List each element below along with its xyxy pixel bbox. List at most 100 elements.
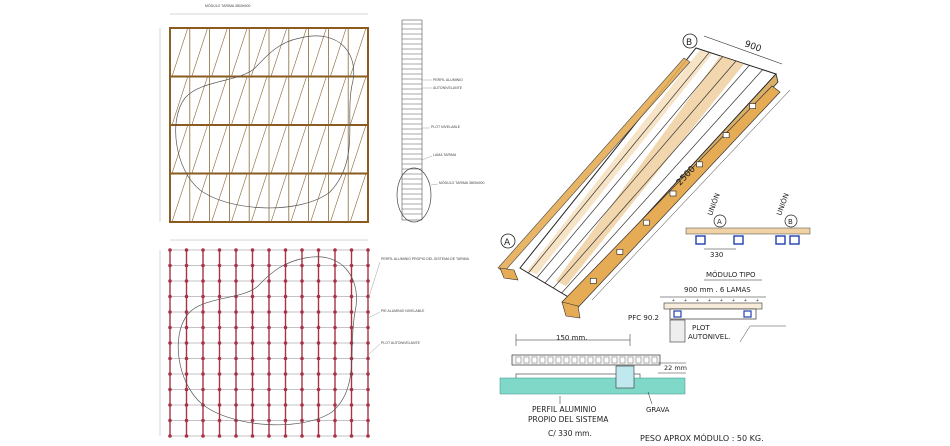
callout-self-leveling-plot: PLOT AUTONIVELANTE [381,341,421,345]
board-rib [651,356,658,364]
pedestal-dot [184,248,189,252]
pedestal-dot [349,294,354,299]
pedestal-dot [201,387,205,392]
union-a-circle [713,214,727,228]
deck-clip [722,132,730,139]
deck-clip [696,161,703,168]
pedestal-dot [234,310,238,314]
pedestal-dot [283,325,288,330]
pedestal-dot [316,434,321,438]
deck-slat-lines [528,52,763,294]
pedestal-dot [234,356,238,361]
pedestal-dot [250,310,255,314]
pedestal-dot [234,341,238,345]
slat-diagonal [290,173,307,223]
board-fastener-marks: ++++++++ [672,298,759,304]
pedestal-dot [349,263,354,268]
pedestal-dot [168,325,172,330]
pedestal-dot [316,248,321,252]
pedestal-dot [366,403,370,407]
slat-diagonal [231,27,248,77]
slat-diagonal [171,76,189,126]
pedestal-dot [234,325,238,330]
pedestal-dot [316,263,321,268]
board-rib [547,356,554,364]
pedestal-dot [267,434,271,438]
length-dimension-line [591,89,791,301]
pedestal-dot [184,325,189,330]
pedestal-dot [267,356,271,361]
pedestal-dot [217,387,222,392]
pedestal-dot [168,294,172,299]
pedestal-dot [300,356,304,361]
pedestal-dot [168,279,172,283]
pedestal-dot [250,325,255,330]
pedestal-ground-line [739,325,786,343]
strip-rungs [402,23,422,215]
pedestal-dot [283,387,288,392]
pedestal-dot [283,248,288,252]
slat-diagonal [231,76,248,126]
pedestal-dot [267,325,271,330]
pedestal-dot [201,341,205,345]
pedestal-dot [217,403,222,407]
pedestal-dot [333,263,337,268]
pedestal-dot [333,310,337,314]
slat-diagonal [310,173,327,223]
pedestal-dot [250,387,255,392]
slat-diagonal [231,124,248,174]
pedestal-dot [217,356,222,361]
module-board-section [663,302,763,310]
pedestal-dot [201,310,205,314]
pedestal-dot [366,418,370,423]
board-rib [531,356,538,364]
pedestal-dot [333,248,337,252]
pedestal-dot [184,279,189,283]
pedestal-dot [283,294,288,299]
width-dimension-line [703,35,783,65]
pedestal-dot [184,263,189,268]
bottom-plan-pool-outline [177,256,357,426]
pedestal-dot [217,279,222,283]
pedestal-dot [250,279,255,283]
pedestal-dot [300,387,304,392]
pedestal-dot [250,434,255,438]
slat-diagonal [330,76,347,126]
slat-diagonal [250,173,268,223]
pedestal-dot [201,418,205,423]
pedestal-dot [168,356,172,361]
pedestal-dot [366,263,370,268]
pedestal-dot [168,372,172,376]
rail-right-end [561,301,581,319]
slat-diagonal [211,173,228,223]
board-rib [643,356,650,364]
pedestal-dot [300,279,304,283]
callout-system-profile: PERFIL ALUMINIO PROPIO DEL SISTEMA DE TA… [381,257,470,261]
pedestal-dot [300,341,304,345]
pedestal-dot [283,341,288,345]
pedestal-dot [267,387,271,392]
module-description: 900 mm . 6 LAMAS [684,286,751,294]
pedestal-dot [184,387,189,392]
weight-note: PESO APROX MÓDULO : 50 KG. [640,432,764,443]
deck-clip [749,103,757,109]
strip-leader-lines [421,79,439,186]
pedestal-dot [184,418,189,423]
pedestal-dot [300,263,304,268]
pedestal-dot [201,434,205,438]
pedestal-dot [168,403,172,407]
pedestal-dot [349,387,354,392]
marker-b-circle [682,33,698,49]
pedestal-dot [217,310,222,314]
pedestal-dot [300,403,304,407]
pedestal-dot [316,310,321,314]
pedestal-dot [250,294,255,299]
pedestal-dot [349,434,354,438]
board-rib [635,356,642,364]
slat-diagonal [250,76,268,126]
pedestal-dot [234,372,238,376]
pedestal-dot [366,372,370,376]
pedestal-dot [168,418,172,423]
slat-diagonal [310,76,327,126]
pedestal-dot [366,248,370,252]
